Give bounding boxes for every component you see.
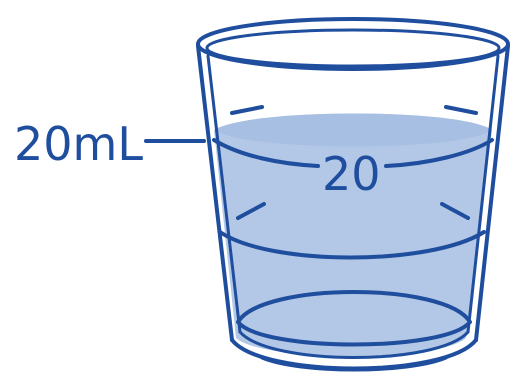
mark-20-line-right <box>384 138 494 168</box>
cup-rim-inner <box>205 28 501 68</box>
lower-tick-right <box>440 202 470 220</box>
mark-20-line-left <box>212 138 320 168</box>
cup-rim-outer <box>196 17 510 71</box>
cup-wall-left <box>196 44 234 342</box>
cup-base-ring-1 <box>238 330 470 359</box>
surface-tick-right <box>444 105 478 115</box>
cup-wall-right <box>474 44 510 342</box>
cup-bottom-ellipse <box>236 290 472 347</box>
cup-mark-label: 20 <box>322 147 381 201</box>
cup-base-ring-2 <box>260 356 448 372</box>
liquid-surface <box>214 113 492 147</box>
lower-mark-line <box>218 230 486 260</box>
surface-tick-left <box>230 105 264 115</box>
cup-inner-wall-left <box>206 54 242 334</box>
lower-tick-left <box>236 202 266 220</box>
cup-inner-wall-right <box>466 54 500 334</box>
cup-liquid <box>214 113 492 356</box>
cup-base-outer <box>230 338 478 371</box>
level-label: 20mL <box>14 117 143 171</box>
